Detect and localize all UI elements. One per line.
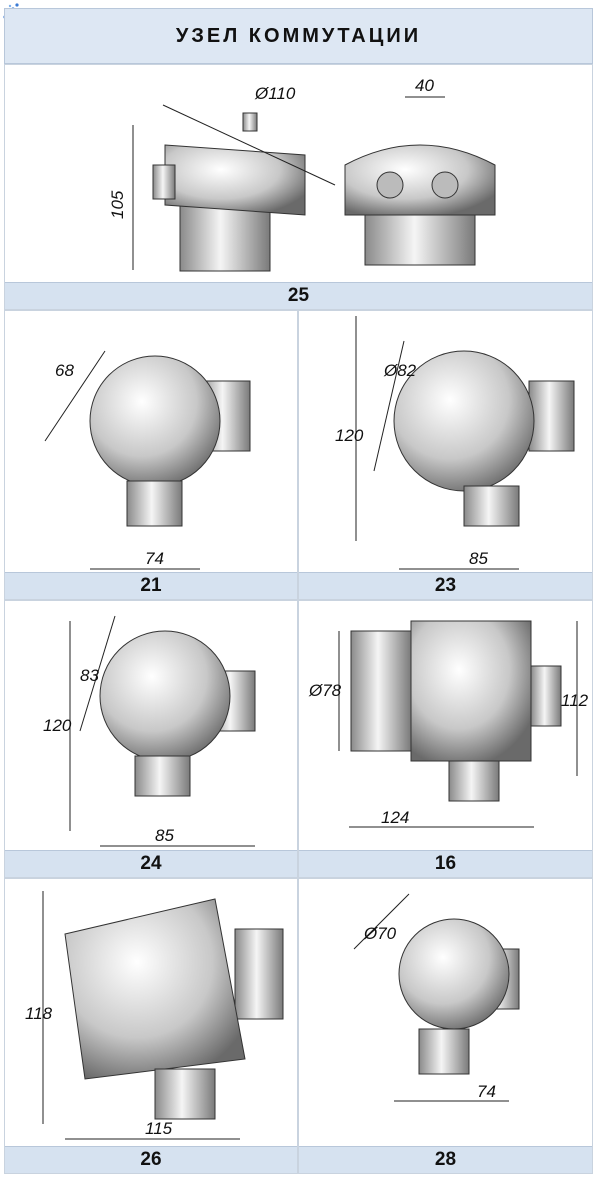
drawing-25 <box>132 96 496 272</box>
product-cell-23: Ø82 120 85 23 <box>298 310 593 600</box>
dim-28-diameter: Ø70 <box>363 924 397 943</box>
product-cell-24: 83 120 85 24 <box>4 600 298 878</box>
model-label-26: 26 <box>5 1146 297 1173</box>
model-label-25: 25 <box>5 282 592 309</box>
dim-23-diameter: Ø82 <box>383 361 417 380</box>
page-title: УЗЕЛ КОММУТАЦИИ <box>4 8 593 64</box>
dim-26-height: 118 <box>25 1004 53 1023</box>
drawing-28: Ø70 74 <box>353 893 520 1102</box>
dim-16-height: 112 <box>561 691 589 710</box>
dim-16-diameter: Ø78 <box>308 681 342 700</box>
dim-28-width: 74 <box>477 1082 496 1101</box>
product-cell-21: 68 74 21 <box>4 310 298 600</box>
dim-21-width: 74 <box>145 549 164 568</box>
model-label-16: 16 <box>299 850 592 877</box>
model-label-23: 23 <box>299 572 592 599</box>
product-cell-16: Ø78 112 124 16 <box>298 600 593 878</box>
dim-16-width: 124 <box>381 808 409 827</box>
drawing-26: 118 115 <box>25 891 284 1140</box>
dim-23-width: 85 <box>469 549 488 568</box>
dim-24-width: 85 <box>155 826 174 845</box>
drawing-23: Ø82 120 85 <box>335 316 575 570</box>
dim-24-diameter: 83 <box>80 666 99 685</box>
dim-23-height: 120 <box>335 426 364 445</box>
drawing-16: Ø78 112 124 <box>308 620 589 828</box>
drawing-21: 68 74 <box>44 350 251 570</box>
model-label-24: 24 <box>5 850 297 877</box>
product-cell-28: Ø70 74 28 <box>298 878 593 1174</box>
product-cell-26: 118 115 26 <box>4 878 298 1174</box>
product-cell-25: Ø110 40 105 25 <box>4 64 593 310</box>
drawing-24: 83 120 85 <box>43 615 256 847</box>
dim-21-diameter: 68 <box>55 361 74 380</box>
dim-26-width: 115 <box>145 1119 173 1138</box>
dim-24-height: 120 <box>43 716 72 735</box>
model-label-28: 28 <box>299 1146 592 1173</box>
model-label-21: 21 <box>5 572 297 599</box>
